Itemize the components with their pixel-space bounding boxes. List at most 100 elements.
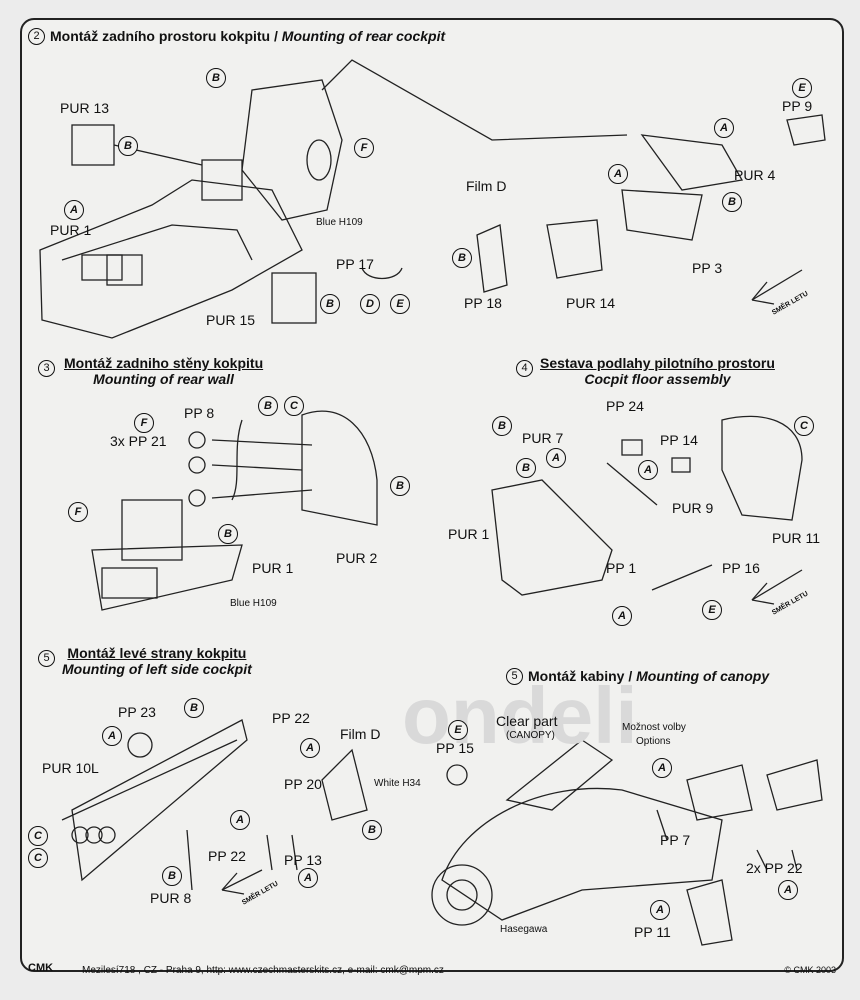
- label-pp13: PP 13: [284, 852, 322, 868]
- color-callout-b: B: [320, 294, 340, 314]
- label-pp17: PP 17: [336, 256, 374, 272]
- color-callout-a: A: [230, 810, 250, 830]
- color-callout-b: B: [218, 524, 238, 544]
- color-callout-a: A: [778, 880, 798, 900]
- label-pur11: PUR 11: [772, 530, 820, 546]
- color-callout-a: A: [612, 606, 632, 626]
- label-moznost-volby: Možnost volby: [622, 722, 686, 733]
- color-callout-b: B: [516, 458, 536, 478]
- rear-cockpit-drawing: [39, 59, 826, 339]
- color-callout-a: A: [102, 726, 122, 746]
- canopy-drawing: [431, 739, 823, 946]
- label-pur7: PUR 7: [522, 430, 564, 446]
- color-callout-c: C: [284, 396, 304, 416]
- title-en: Mounting of rear cockpit: [281, 28, 446, 44]
- label-pp22-top: PP 22: [272, 710, 310, 726]
- label-blue-h109: Blue H109: [316, 217, 363, 228]
- color-callout-b: B: [206, 68, 226, 88]
- title-cz: Montáž zadniho stěny kokpitu: [64, 355, 264, 371]
- color-callout-a: A: [714, 118, 734, 138]
- step-number: 4: [516, 360, 533, 377]
- label-pur14: PUR 14: [566, 295, 616, 311]
- label-pp14: PP 14: [660, 432, 698, 448]
- color-callout-c: C: [28, 826, 48, 846]
- color-callout-d: D: [360, 294, 380, 314]
- label-options: Options: [636, 736, 671, 747]
- title-cz: Montáž levé strany kokpitu: [67, 645, 247, 661]
- color-callout-a: A: [652, 758, 672, 778]
- label-pur4: PUR 4: [734, 167, 776, 183]
- color-callout-b: B: [162, 866, 182, 886]
- step-number: 5: [38, 650, 55, 667]
- label-pp23: PP 23: [118, 704, 156, 720]
- color-callout-f: F: [354, 138, 374, 158]
- title-en: Cocpit floor assembly: [584, 371, 731, 387]
- label-pur1-wall: PUR 1: [252, 560, 294, 576]
- title-separator: /: [624, 668, 637, 684]
- color-callout-b: B: [184, 698, 204, 718]
- label-2x-pp22: 2x PP 22: [746, 860, 803, 876]
- step-number: 2: [28, 28, 45, 45]
- color-callout-b: B: [390, 476, 410, 496]
- footer: CMK Mezilesí718 , CZ - Praha 9, http: ww…: [28, 962, 836, 986]
- color-callout-a: A: [300, 738, 320, 758]
- title-en: Mounting of left side cockpit: [62, 661, 252, 677]
- title-cz: Montáž zadního prostoru kokpitu: [50, 28, 271, 44]
- label-pp7: PP 7: [660, 832, 691, 848]
- label-pur13: PUR 13: [60, 100, 110, 116]
- color-callout-f: F: [68, 502, 88, 522]
- title-en: Mounting of canopy: [636, 668, 770, 684]
- line-drawings: [39, 59, 826, 946]
- label-clear-part: Clear part: [496, 713, 558, 729]
- label-pp11: PP 11: [634, 924, 671, 940]
- title-cz: Sestava podlahy pilotního prostoru: [540, 355, 775, 371]
- watermark: ondeli: [402, 671, 638, 760]
- label-pp9: PP 9: [782, 98, 813, 114]
- left-side-drawing: [61, 719, 368, 895]
- label-hasegawa: Hasegawa: [500, 924, 548, 935]
- color-callout-b: B: [118, 136, 138, 156]
- color-callout-a: A: [546, 448, 566, 468]
- label-pur2: PUR 2: [336, 550, 378, 566]
- label-pp21: 3x PP 21: [110, 433, 167, 449]
- section-title-rear-cockpit: Montáž zadního prostoru kokpitu / Mounti…: [50, 28, 445, 44]
- color-callout-a: A: [64, 200, 84, 220]
- label-film-d-side: Film D: [340, 726, 381, 742]
- color-callout-b: B: [722, 192, 742, 212]
- title-cz: Montáž kabiny: [528, 668, 625, 684]
- label-pur15: PUR 15: [206, 312, 256, 328]
- label-pur10l: PUR 10L: [42, 760, 99, 776]
- label-pp24: PP 24: [606, 398, 644, 414]
- label-pp20: PP 20: [284, 776, 322, 792]
- title-en: Mounting of rear wall: [93, 371, 234, 387]
- label-white-h34: White H34: [374, 778, 421, 789]
- rear-wall-drawing: [91, 410, 378, 611]
- label-pur1: PUR 1: [50, 222, 92, 238]
- label-blue-h109-wall: Blue H109: [230, 598, 277, 609]
- color-callout-e: E: [792, 78, 812, 98]
- color-callout-b: B: [492, 416, 512, 436]
- step-number: 3: [38, 360, 55, 377]
- label-pur8: PUR 8: [150, 890, 192, 906]
- color-callout-c: C: [794, 416, 814, 436]
- label-pp1: PP 1: [606, 560, 637, 576]
- color-callout-b: B: [362, 820, 382, 840]
- section-title-canopy: Montáž kabiny / Mounting of canopy: [528, 668, 769, 684]
- label-pp18: PP 18: [464, 295, 502, 311]
- color-callout-a: A: [650, 900, 670, 920]
- label-canopy: (CANOPY): [506, 730, 555, 741]
- title-separator: /: [270, 28, 282, 44]
- label-pur9: PUR 9: [672, 500, 714, 516]
- footer-address: Mezilesí718 , CZ - Praha 9, http: www.cz…: [82, 965, 444, 976]
- color-callout-e: E: [448, 720, 468, 740]
- color-callout-b: B: [452, 248, 472, 268]
- label-pp3: PP 3: [692, 260, 723, 276]
- color-callout-a: A: [298, 868, 318, 888]
- instruction-sheet: ondeli 2 Montáž zadního prostoru kokpitu…: [20, 18, 844, 972]
- color-callout-a: A: [638, 460, 658, 480]
- cmk-logo: CMK: [28, 962, 54, 974]
- color-callout-b: B: [258, 396, 278, 416]
- step-number: 5: [506, 668, 523, 685]
